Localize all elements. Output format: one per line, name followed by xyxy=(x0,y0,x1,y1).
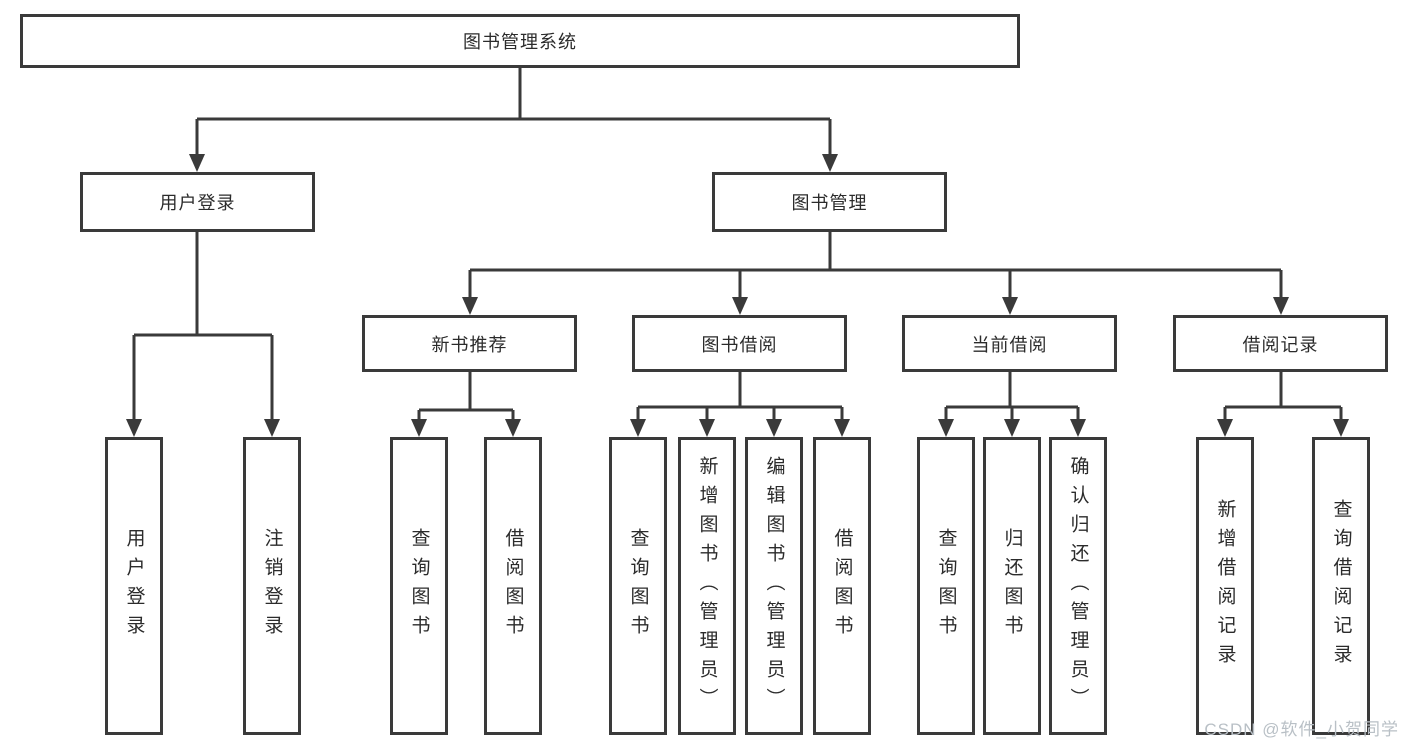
leaf-query-books-current: 查询图书 xyxy=(917,437,975,735)
leaf-query-borrow-record: 查询借阅记录 xyxy=(1312,437,1370,735)
leaf-user-login: 用户登录 xyxy=(105,437,163,735)
node-user-login: 用户登录 xyxy=(80,172,315,232)
node-library-system-label: 图书管理系统 xyxy=(463,32,577,52)
leaf-query-books-borrow-label: 查询图书 xyxy=(627,528,649,644)
node-book-borrow-label: 图书借阅 xyxy=(701,334,778,355)
leaf-logout: 注销登录 xyxy=(243,437,301,735)
leaf-query-books-recommend-label: 查询图书 xyxy=(408,528,430,644)
node-new-book-recommend: 新书推荐 xyxy=(362,315,577,372)
leaf-logout-label: 注销登录 xyxy=(261,528,283,644)
leaf-edit-book-admin-label: 编辑图书（管理员） xyxy=(763,455,785,717)
node-borrow-records-label: 借阅记录 xyxy=(1242,334,1319,355)
node-borrow-records: 借阅记录 xyxy=(1173,315,1388,372)
leaf-confirm-return-admin-label: 确认归还（管理员） xyxy=(1067,455,1089,717)
leaf-query-books-borrow: 查询图书 xyxy=(609,437,667,735)
leaf-query-books-recommend: 查询图书 xyxy=(390,437,448,735)
node-book-management: 图书管理 xyxy=(712,172,947,232)
arrow-down-icons xyxy=(126,154,1349,437)
leaf-borrow-books-recommend-label: 借阅图书 xyxy=(502,528,524,644)
leaf-edit-book-admin: 编辑图书（管理员） xyxy=(745,437,803,735)
node-book-borrow: 图书借阅 xyxy=(632,315,847,372)
leaf-borrow-books-label: 借阅图书 xyxy=(831,528,853,644)
leaf-borrow-books-recommend: 借阅图书 xyxy=(484,437,542,735)
leaf-query-books-current-label: 查询图书 xyxy=(935,528,957,644)
leaf-add-borrow-record: 新增借阅记录 xyxy=(1196,437,1254,735)
node-library-system: 图书管理系统 xyxy=(20,14,1020,68)
leaf-return-book-label: 归还图书 xyxy=(1001,528,1023,644)
leaf-add-borrow-record-label: 新增借阅记录 xyxy=(1214,499,1236,673)
leaf-user-login-label: 用户登录 xyxy=(123,528,145,644)
leaf-query-borrow-record-label: 查询借阅记录 xyxy=(1330,499,1352,673)
tree-edges xyxy=(132,68,1343,427)
leaf-return-book: 归还图书 xyxy=(983,437,1041,735)
leaf-add-book-admin: 新增图书（管理员） xyxy=(678,437,736,735)
leaf-confirm-return-admin: 确认归还（管理员） xyxy=(1049,437,1107,735)
leaf-borrow-books: 借阅图书 xyxy=(813,437,871,735)
node-new-book-recommend-label: 新书推荐 xyxy=(431,334,508,355)
csdn-watermark: CSDN @软件_小贺同学 xyxy=(1204,720,1399,739)
leaf-add-book-admin-label: 新增图书（管理员） xyxy=(696,455,718,717)
node-book-management-label: 图书管理 xyxy=(791,193,868,213)
node-current-borrow-label: 当前借阅 xyxy=(971,334,1048,355)
node-user-login-label: 用户登录 xyxy=(159,193,236,213)
node-current-borrow: 当前借阅 xyxy=(902,315,1117,372)
